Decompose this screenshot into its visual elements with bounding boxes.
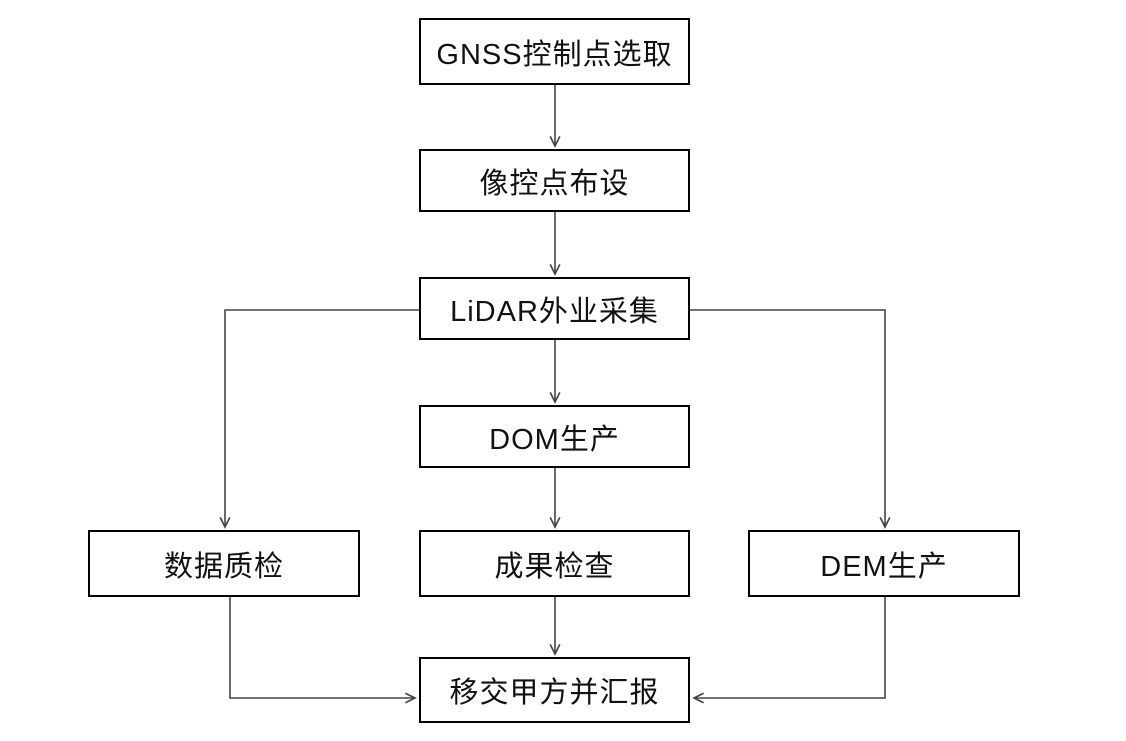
node-label: DEM生产: [820, 550, 948, 583]
node-lidar-field-collection: LiDAR外业采集: [419, 277, 690, 340]
node-data-quality-check: 数据质检: [88, 530, 360, 597]
node-dom-production: DOM生产: [419, 405, 690, 468]
edge-lidar-to-data-qc: [219, 309, 419, 529]
node-image-control-point-layout: 像控点布设: [419, 149, 690, 212]
node-label: 成果检查: [494, 550, 615, 583]
node-result-inspection: 成果检查: [419, 530, 690, 597]
node-label: 像控点布设: [479, 167, 630, 200]
node-label: LiDAR外业采集: [450, 295, 659, 328]
edge-dem-to-handover: [692, 597, 886, 704]
node-label: GNSS控制点选取: [436, 38, 673, 71]
node-label: 数据质检: [163, 550, 284, 583]
node-label: DOM生产: [489, 423, 620, 456]
node-label: 移交甲方并汇报: [449, 677, 660, 709]
node-dem-production: DEM生产: [748, 530, 1020, 597]
node-gnss-control-point-selection: GNSS控制点选取: [419, 18, 690, 85]
edge-data-qc-to-handover: [229, 597, 417, 704]
node-handover-and-report: 移交甲方并汇报: [419, 657, 690, 723]
edge-lidar-to-dem: [690, 309, 891, 529]
